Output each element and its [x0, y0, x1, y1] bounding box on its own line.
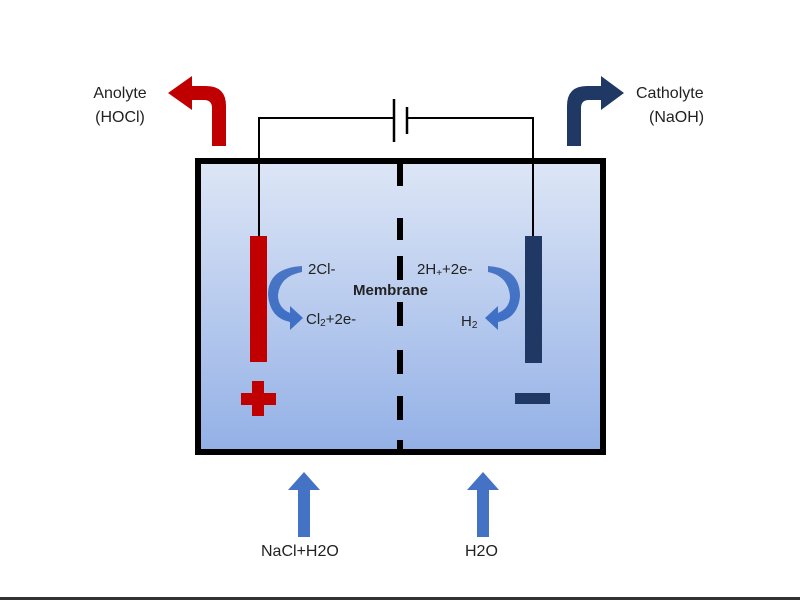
anode-product-rest: +2e- [325, 311, 357, 328]
cathode-reactant-rest: +2e- [442, 261, 473, 278]
cathode-product-subscript: 2 [471, 320, 478, 331]
anolyte-label: Anolyte (HOCl) [82, 82, 158, 130]
nacl-input-label: NaCl+H2O [261, 543, 339, 560]
anode-reactant: 2Cl- [308, 261, 336, 278]
anolyte-name: Anolyte [93, 85, 147, 102]
anode-product-subscript: 2 [320, 318, 326, 329]
cathode-product: H2 [461, 313, 477, 331]
cathode-electrode [525, 236, 542, 363]
anode-electrode [250, 236, 267, 362]
circuit-wire [258, 117, 534, 236]
anode-product-base: Cl [306, 311, 321, 328]
anode-reaction-arrow [268, 266, 303, 330]
membrane-label: Membrane [353, 282, 429, 299]
catholyte-formula: (NaOH) [649, 109, 705, 126]
anolyte-outlet-arrow [168, 76, 226, 146]
cathode-reaction-arrow [485, 266, 520, 330]
battery-icon [392, 99, 409, 142]
catholyte-name: Catholyte [636, 85, 704, 102]
bottom-border [0, 597, 800, 600]
cathode-reactant-subscript: + [436, 268, 443, 279]
cathode-reactant-base: 2H [417, 261, 437, 278]
catholyte-label: Catholyte (NaOH) [636, 82, 704, 130]
cathode-reactant: 2H++2e- [417, 261, 472, 279]
nacl-inlet-arrow [288, 472, 320, 537]
water-input-label: H2O [465, 543, 498, 560]
plus-sign-icon [241, 381, 276, 416]
water-inlet-arrow [467, 472, 499, 537]
cathode-product-base: H [461, 313, 472, 330]
catholyte-outlet-arrow [567, 76, 624, 146]
minus-sign-icon [515, 393, 550, 404]
anode-product: Cl2+2e- [306, 311, 356, 329]
anolyte-formula: (HOCl) [95, 109, 145, 126]
